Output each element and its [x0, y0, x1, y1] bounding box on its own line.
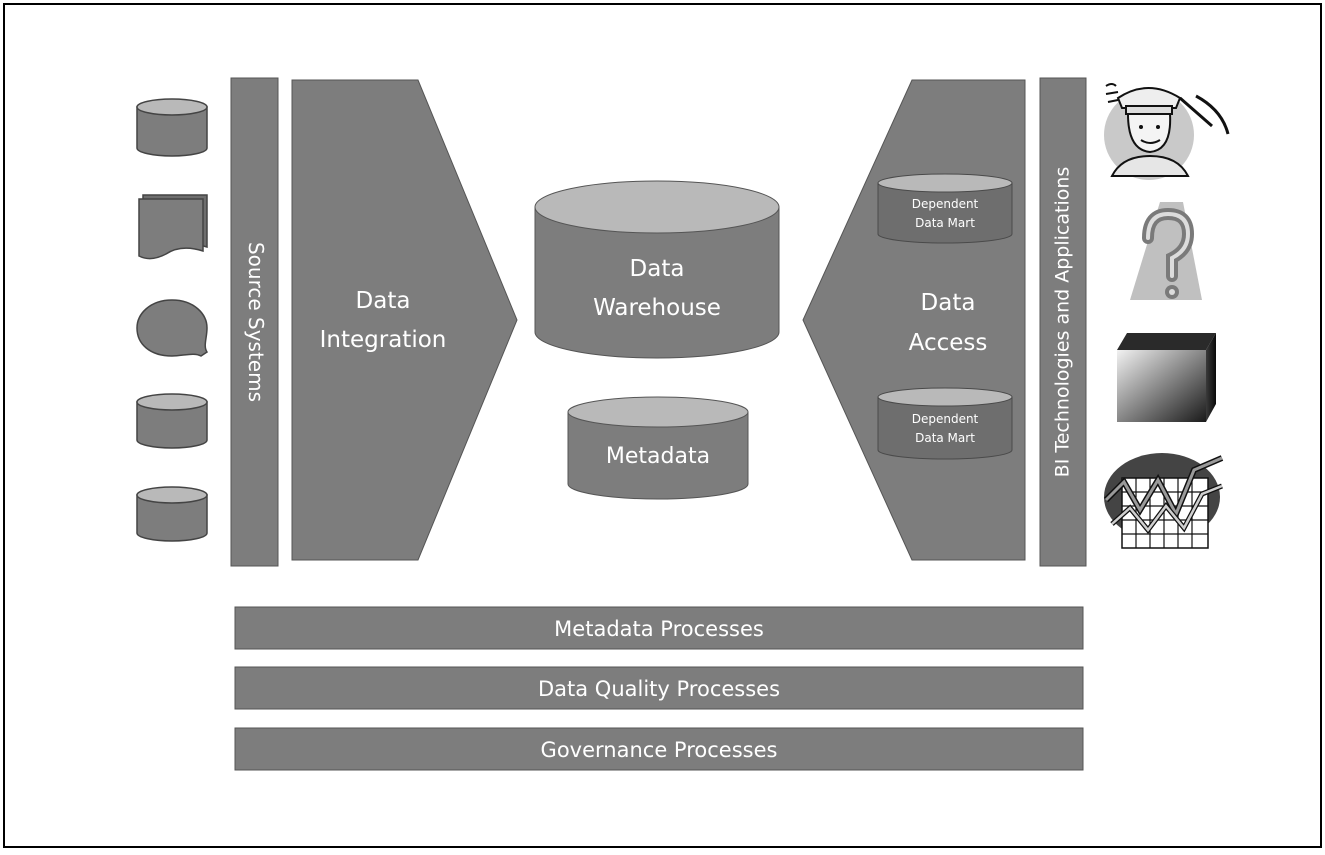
metadata-label: Metadata: [606, 444, 710, 469]
data-warehouse-line2: Warehouse: [593, 295, 721, 321]
dependent-data-mart: Dependent Data Mart: [877, 387, 1013, 460]
source-systems-label: Source Systems: [244, 242, 268, 402]
data-access-block: Data Access Dependent Data Mart Dependen…: [802, 79, 1026, 561]
cube-icon: [1117, 333, 1216, 422]
bi-technologies-bar: BI Technologies and Applications: [1039, 77, 1087, 567]
data-mart-line1: Dependent: [912, 412, 979, 426]
metadata-processes-bar: Metadata Processes: [234, 606, 1084, 650]
data-integration-line1: Data: [356, 288, 411, 314]
metadata-processes-label: Metadata Processes: [554, 617, 764, 641]
data-quality-processes-bar: Data Quality Processes: [234, 666, 1084, 710]
governance-processes-bar: Governance Processes: [234, 727, 1084, 771]
data-access-line2: Access: [909, 330, 988, 356]
governance-processes-label: Governance Processes: [541, 738, 778, 762]
data-mart-line2: Data Mart: [915, 216, 975, 230]
source-systems-bar: Source Systems: [230, 77, 279, 567]
cylinder-icon: [136, 486, 208, 542]
question-mark-icon: [1130, 202, 1202, 300]
user-icons: [1103, 83, 1230, 549]
cylinder-icon: [136, 98, 208, 157]
speech-bubble-icon: [136, 299, 209, 357]
miner-icon: [1104, 83, 1230, 180]
source-icons: [136, 98, 209, 542]
data-quality-processes-label: Data Quality Processes: [538, 677, 780, 701]
data-mart-line1: Dependent: [912, 197, 979, 211]
chart-icon: [1103, 453, 1224, 549]
metadata-cylinder: Metadata: [567, 396, 749, 500]
data-warehouse-cylinder: Data Warehouse: [534, 180, 780, 359]
data-warehouse-line1: Data: [630, 256, 685, 282]
data-integration-line2: Integration: [320, 327, 447, 353]
document-stack-icon: [138, 194, 208, 260]
data-integration-block: Data Integration: [291, 79, 518, 561]
bi-technologies-label: BI Technologies and Applications: [1052, 167, 1074, 478]
dependent-data-mart: Dependent Data Mart: [877, 173, 1013, 244]
cylinder-icon: [136, 393, 208, 449]
data-mart-line2: Data Mart: [915, 431, 975, 445]
data-access-line1: Data: [921, 290, 976, 316]
